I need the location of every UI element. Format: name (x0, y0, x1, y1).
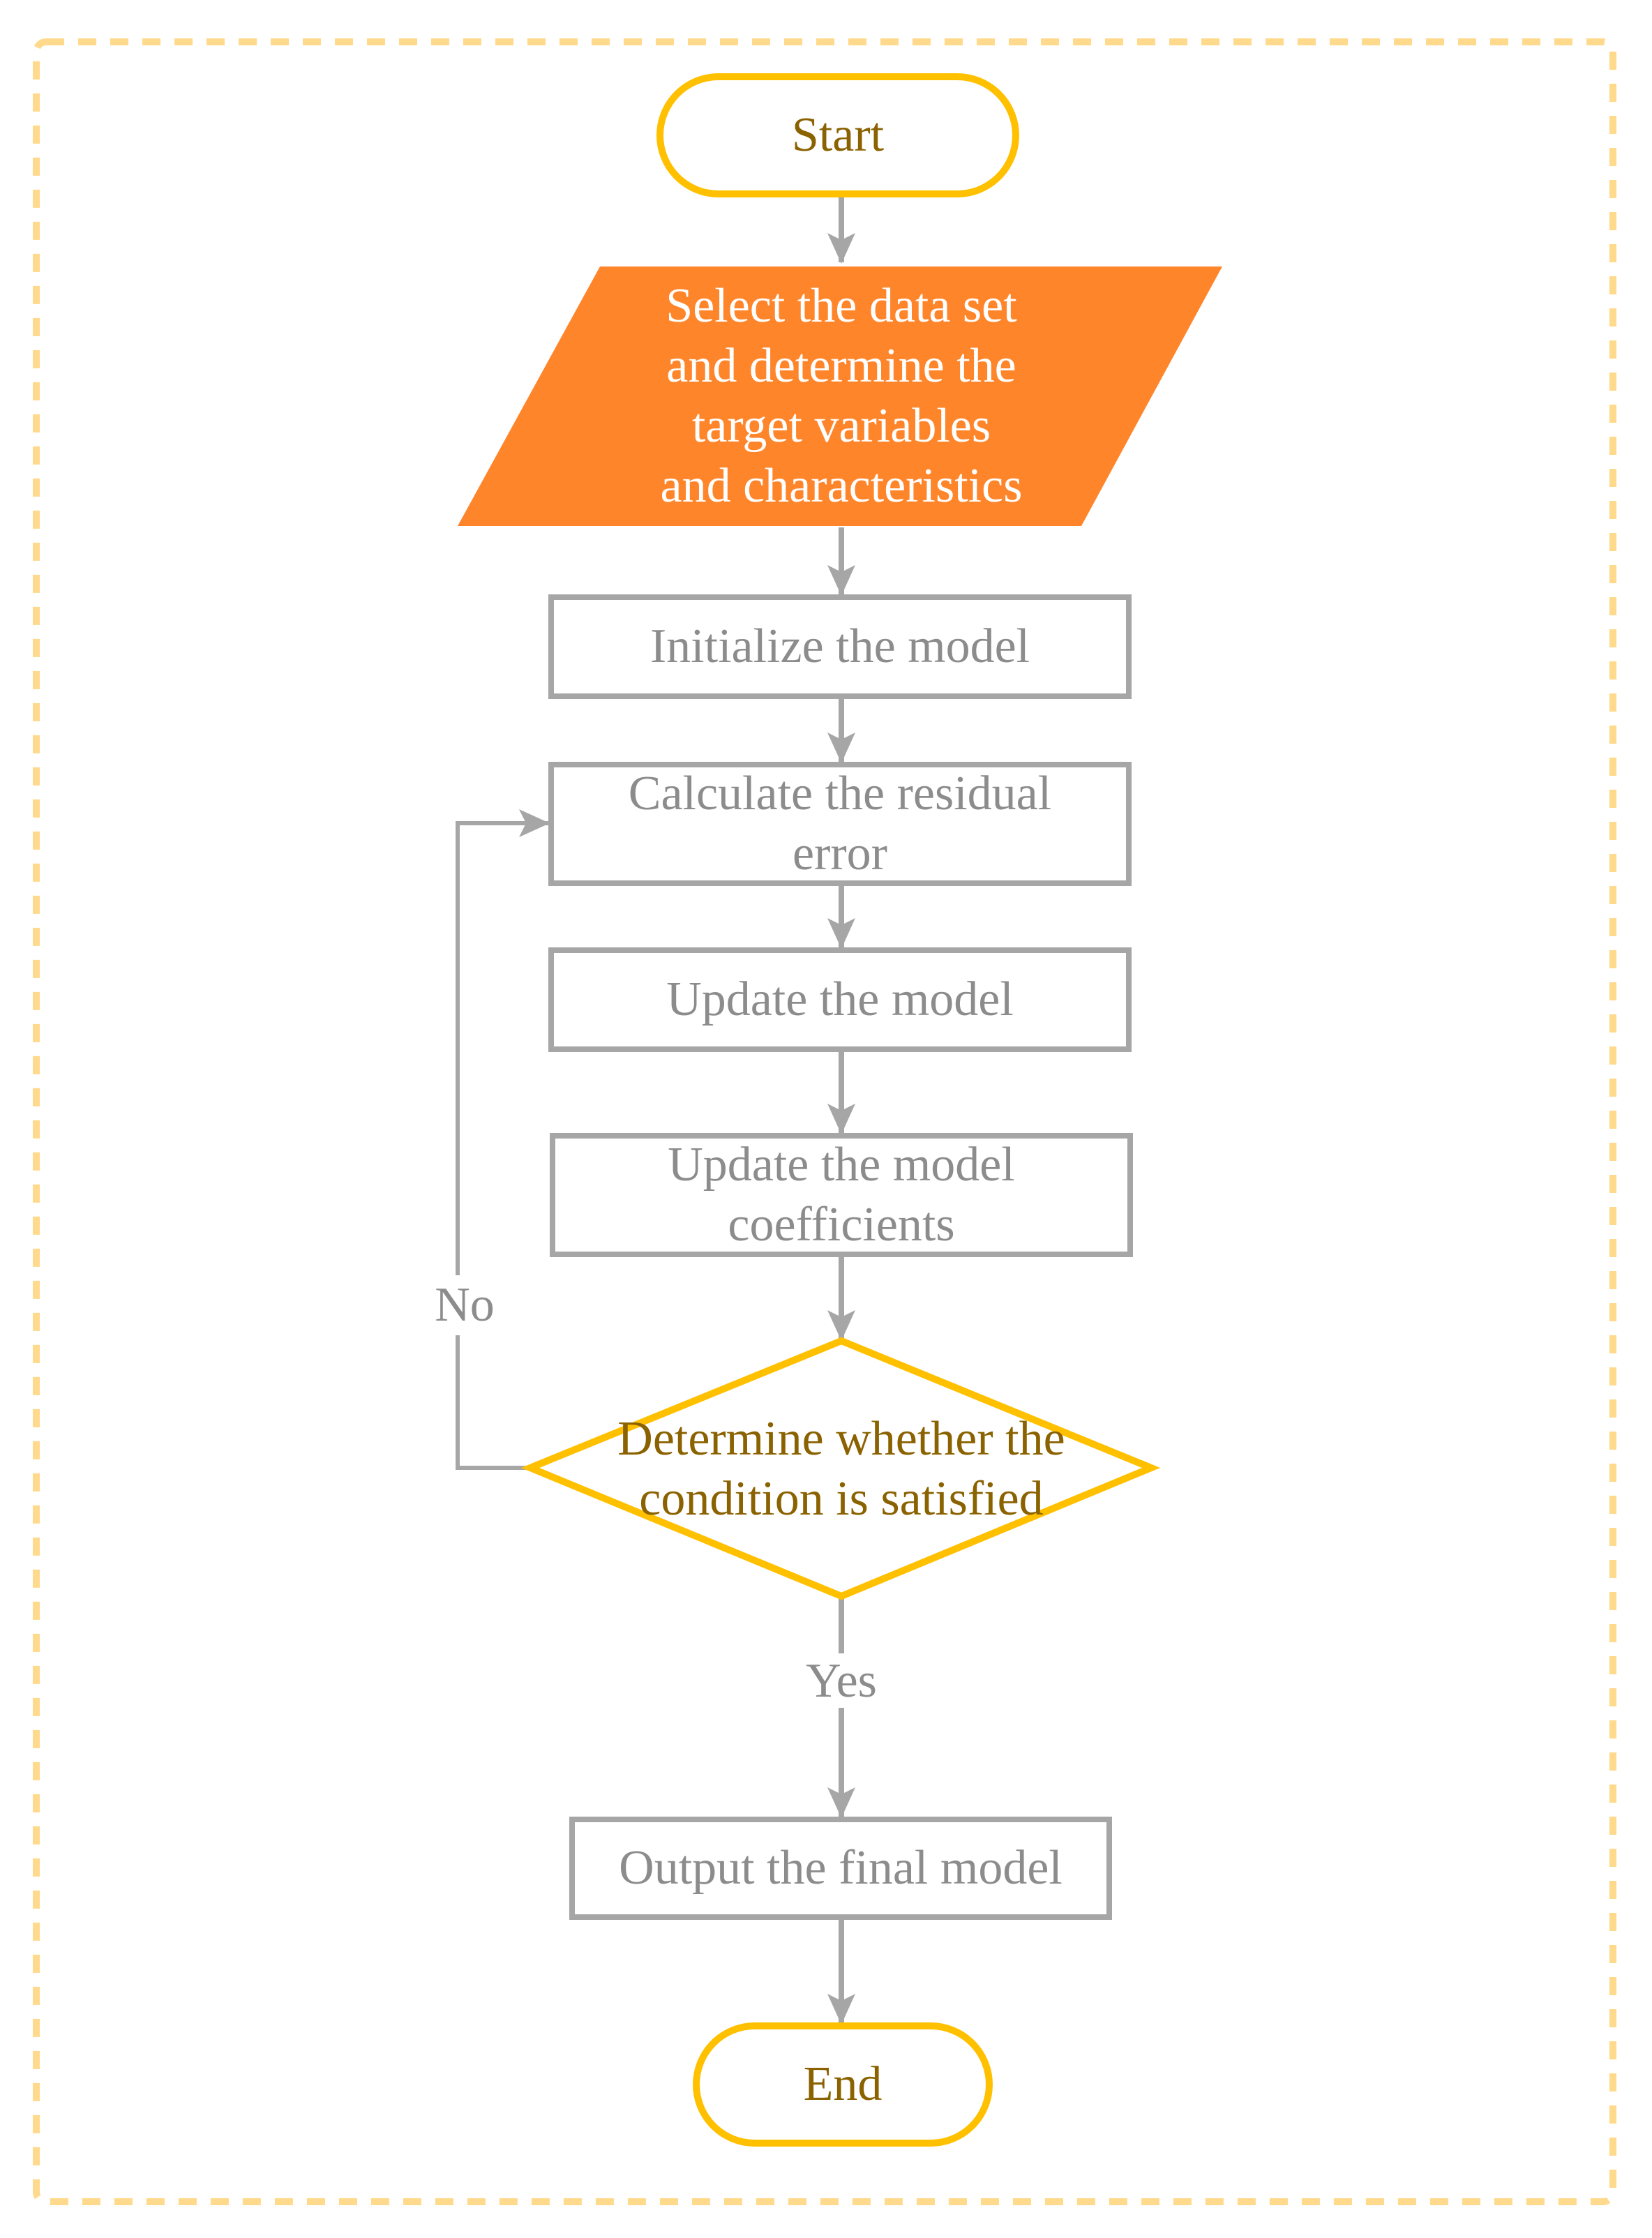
update-model-label: Update the model (666, 972, 1014, 1026)
edge-label-yes: Yes (793, 1654, 890, 1708)
start-terminal-shape (656, 73, 1019, 197)
residual-label: Calculate the residual error (628, 767, 1052, 880)
select-label: Select the data set and determine the ta… (660, 279, 1023, 513)
select-io-shape (458, 266, 1222, 526)
update-coef-label: Update the model coefficients (668, 1138, 1015, 1252)
residual-process-shape (548, 762, 1132, 886)
edge-decision-residual-no (456, 809, 550, 1470)
update-coef-process-shape (550, 1133, 1133, 1257)
connectors (456, 197, 855, 2025)
end-terminal-shape (693, 2022, 993, 2147)
start-label: Start (791, 108, 885, 162)
init-process-shape (548, 594, 1132, 699)
end-label: End (803, 2057, 883, 2111)
decision-shape (520, 1337, 1161, 1600)
init-label: Initialize the model (649, 619, 1030, 673)
decision-label: Determine whether the condition is satis… (617, 1412, 1065, 1526)
output-label: Output the final model (619, 1841, 1062, 1895)
edge-label-no: No (416, 1275, 513, 1335)
output-process-shape (569, 1817, 1112, 1920)
dashed-frame (33, 38, 1616, 2205)
update-model-process-shape (548, 947, 1132, 1052)
